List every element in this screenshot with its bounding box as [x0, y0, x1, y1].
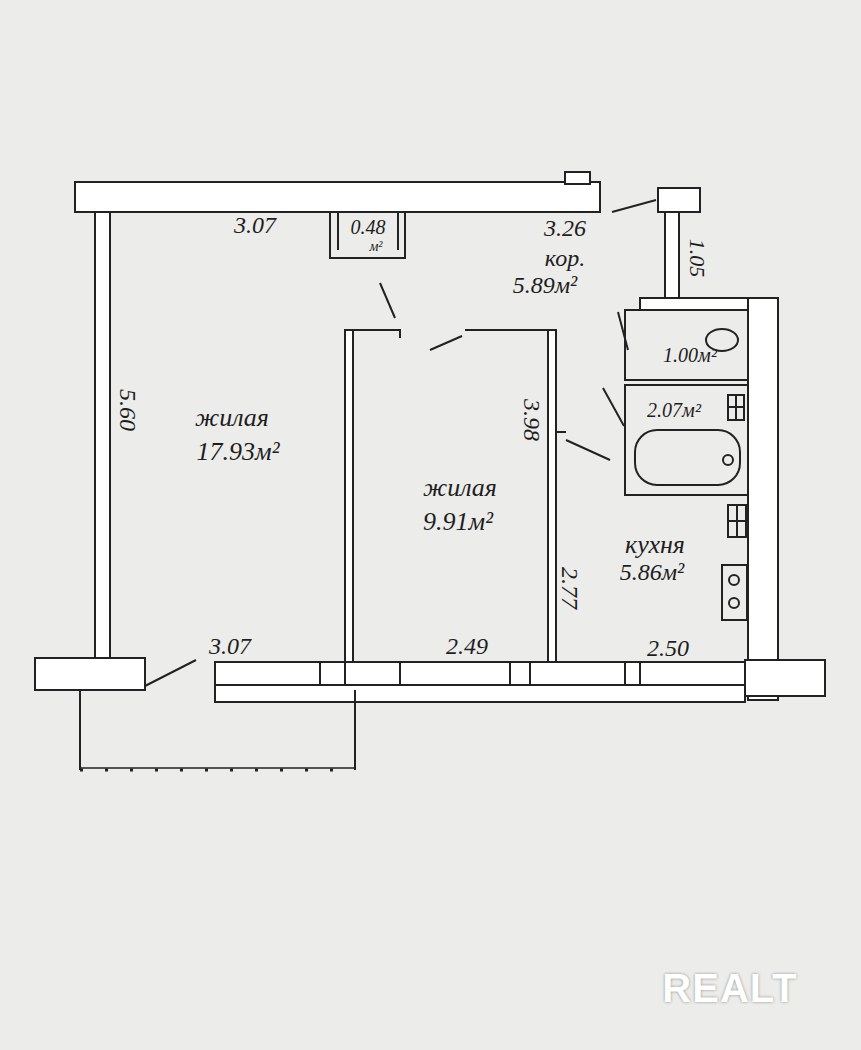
wall: [748, 298, 778, 700]
dimension-label: 3.98: [520, 399, 544, 441]
area-label: 5.89м²: [513, 273, 578, 297]
wall: [745, 660, 825, 696]
wall: [665, 212, 679, 298]
closet: [330, 212, 405, 258]
door-swing: [603, 388, 624, 426]
facade-wall: [215, 662, 745, 702]
door-swing: [618, 312, 628, 350]
dimension-label: 3.26: [544, 216, 586, 240]
sink-symbol: [728, 395, 744, 420]
vent-notch: [565, 172, 590, 184]
drain: [723, 455, 733, 465]
burner: [729, 598, 739, 608]
dimension-label: 5.60: [116, 389, 140, 431]
room-name: кухня: [625, 532, 685, 558]
area-label: 2.07м²: [647, 400, 701, 420]
dimension-label: 2.50: [647, 636, 689, 660]
door-swing: [556, 432, 610, 460]
dimension-label: 1.05: [686, 239, 708, 278]
area-label: м²: [369, 240, 382, 254]
dimension-label: 2.77: [558, 567, 582, 609]
walls: [35, 172, 825, 702]
toilet-room: [625, 310, 748, 380]
window-piers: [320, 662, 640, 685]
balcony-edge: [80, 767, 355, 769]
room-wall: [345, 330, 556, 338]
dimension-label: 3.07: [209, 634, 251, 658]
room-name: кор.: [545, 246, 585, 270]
door-swing: [380, 283, 395, 318]
room-name: жилая: [195, 405, 269, 431]
area-label: 9.91м²: [423, 509, 493, 535]
partition: [345, 330, 353, 662]
dimension-label: 3.07: [234, 213, 276, 237]
door-swing: [612, 200, 656, 212]
balcony: [80, 690, 355, 770]
wall: [640, 298, 748, 310]
wall: [75, 182, 600, 212]
bath-room: [625, 385, 748, 495]
watermark: REALT: [662, 968, 797, 1008]
wall: [35, 658, 145, 690]
bathtub-symbol: [635, 430, 740, 485]
partition: [548, 330, 556, 662]
stove-symbol: [722, 565, 747, 620]
kitchen-sink: [728, 505, 746, 537]
details: [80, 200, 748, 770]
window-line: [215, 684, 745, 686]
burner: [729, 575, 739, 585]
area-label: 17.93м²: [197, 439, 280, 465]
dimension-label: 2.49: [446, 634, 488, 658]
wall: [95, 212, 110, 660]
shaft: [658, 188, 700, 212]
area-label: 1.00м²: [663, 345, 717, 365]
closet-wall: [338, 212, 398, 250]
room-name: жилая: [423, 475, 497, 501]
balcony-edge: [80, 769, 355, 772]
door-swing: [430, 336, 462, 350]
area-label: 0.48: [351, 217, 386, 237]
door-swing: [145, 660, 196, 686]
area-label: 5.86м²: [620, 560, 685, 584]
